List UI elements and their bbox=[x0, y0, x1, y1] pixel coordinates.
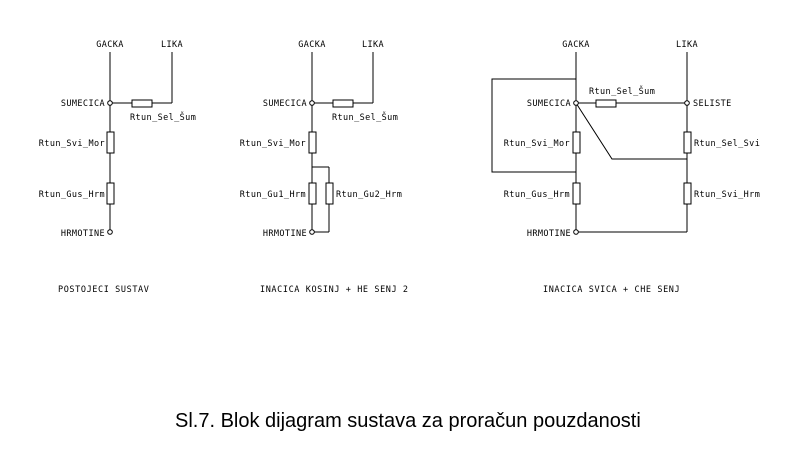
resistor-svi-mor bbox=[106, 131, 115, 154]
node-sumecica bbox=[107, 100, 113, 106]
node-label-hrmotine: HRMOTINE bbox=[527, 229, 571, 239]
node-label-lika: LIKA bbox=[161, 40, 183, 50]
resistor-label-sel-sum: Rtun_Sel_Šum bbox=[130, 111, 196, 123]
resistor-label-gus-hrm: Rtun_Gus_Hrm bbox=[504, 190, 570, 200]
resistor-svi-hrm bbox=[683, 182, 692, 205]
node-hrmotine bbox=[107, 229, 113, 235]
resistor-svi-mor bbox=[308, 131, 317, 154]
resistor-label-gu2-hrm: Rtun_Gu2_Hrm bbox=[336, 190, 402, 200]
node-hrmotine bbox=[573, 229, 579, 235]
resistor-label-svi-mor: Rtun_Svi_Mor bbox=[240, 139, 306, 149]
diagram-svica-che-senj: GACKA LIKA SUMECICA SELISTE HRMOTINE Rtu… bbox=[491, 40, 760, 295]
resistor-label-gu1-hrm: Rtun_Gu1_Hrm bbox=[240, 190, 306, 200]
node-label-hrmotine: HRMOTINE bbox=[61, 229, 105, 239]
resistor-gus-hrm bbox=[572, 182, 581, 205]
wire-diagonal-bypass bbox=[575, 102, 687, 160]
resistor-gus-hrm bbox=[106, 182, 115, 205]
resistor-sel-svi bbox=[683, 131, 692, 154]
resistor-sel-sum bbox=[131, 99, 153, 108]
resistor-label-svi-hrm: Rtun_Svi_Hrm bbox=[694, 190, 760, 200]
resistor-label-svi-mor: Rtun_Svi_Mor bbox=[39, 139, 105, 149]
figure-caption: Sl.7. Blok dijagram sustava za proračun … bbox=[175, 410, 641, 432]
node-label-gacka: GACKA bbox=[96, 40, 124, 50]
resistor-gu1-hrm bbox=[308, 182, 317, 205]
resistor-sel-sum bbox=[595, 99, 617, 108]
diagram-caption-postojeci: POSTOJECI SUSTAV bbox=[58, 285, 149, 295]
resistor-sel-sum bbox=[332, 99, 354, 108]
node-hrmotine bbox=[309, 229, 315, 235]
resistor-label-sel-sum: Rtun_Sel_Šum bbox=[332, 111, 398, 123]
wire-loop-bypass bbox=[491, 78, 577, 173]
resistor-label-gus-hrm: Rtun_Gus_Hrm bbox=[39, 190, 105, 200]
node-label-gacka: GACKA bbox=[562, 40, 590, 50]
node-label-lika: LIKA bbox=[362, 40, 384, 50]
resistor-gu2-hrm bbox=[325, 182, 334, 205]
node-label-seliste: SELISTE bbox=[693, 99, 732, 109]
node-seliste bbox=[684, 100, 690, 106]
node-label-sumecica: SUMECICA bbox=[263, 99, 307, 109]
node-label-sumecica: SUMECICA bbox=[61, 99, 105, 109]
resistor-label-sel-svi: Rtun_Sel_Svi bbox=[694, 139, 760, 149]
diagram-postojeci-sustav: GACKA LIKA SUMECICA HRMOTINE Rtun_Sel_Šu… bbox=[39, 40, 196, 295]
node-label-lika: LIKA bbox=[676, 40, 698, 50]
resistor-svi-mor bbox=[572, 131, 581, 154]
node-label-hrmotine: HRMOTINE bbox=[263, 229, 307, 239]
node-label-gacka: GACKA bbox=[298, 40, 326, 50]
node-label-sumecica: SUMECICA bbox=[527, 99, 571, 109]
diagram-caption-svica: INACICA SVICA + CHE SENJ bbox=[543, 285, 680, 295]
resistor-label-sel-sum: Rtun_Sel_Šum bbox=[589, 85, 655, 97]
node-sumecica bbox=[309, 100, 315, 106]
diagram-caption-kosinj: INACICA KOSINJ + HE SENJ 2 bbox=[260, 285, 409, 295]
node-sumecica bbox=[573, 100, 579, 106]
diagram-kosinj-he-senj-2: GACKA LIKA SUMECICA HRMOTINE Rtun_Sel_Šu… bbox=[240, 40, 409, 295]
resistor-label-svi-mor: Rtun_Svi_Mor bbox=[504, 139, 570, 149]
